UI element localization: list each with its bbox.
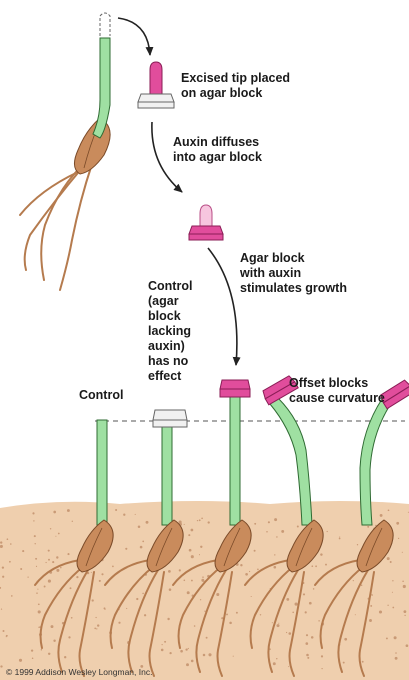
offset-blocks-label-line2: cause curvature xyxy=(289,391,385,406)
control-note-line: (agar xyxy=(148,294,192,309)
control-label: Control xyxy=(79,388,123,403)
auxin-agar-block xyxy=(189,205,223,240)
control-note-line: auxin) xyxy=(148,339,192,354)
agar-block-label-line3: stimulates growth xyxy=(240,281,347,296)
offset-blocks-label-line1: Offset blocks xyxy=(289,376,385,391)
auxin-diffuses-label-line1: Auxin diffuses xyxy=(173,135,262,150)
control-note-line: effect xyxy=(148,369,192,384)
auxin-diffuses-label: Auxin diffuses into agar block xyxy=(173,135,262,165)
plain-agar-block xyxy=(153,410,187,427)
arrow-to-auxin-seedling xyxy=(208,248,237,365)
agar-block-label-line2: with auxin xyxy=(240,266,347,281)
offset-blocks-label: Offset blocks cause curvature xyxy=(289,376,385,406)
excised-tip-label-line1: Excised tip placed xyxy=(181,71,290,86)
auxin-block-on-seedling xyxy=(220,380,250,397)
control-note-line: Control xyxy=(148,279,192,294)
excised-tip-on-agar xyxy=(138,62,174,108)
auxin-diffuses-label-line2: into agar block xyxy=(173,150,262,165)
agar-block-stimulates-label: Agar block with auxin stimulates growth xyxy=(240,251,347,296)
excised-tip-label-line2: on agar block xyxy=(181,86,290,101)
copyright-notice: © 1999 Addison Wesley Longman, Inc. xyxy=(6,667,152,677)
arrow-tip-to-block xyxy=(118,18,150,55)
control-note-line: lacking xyxy=(148,324,192,339)
control-note-line: block xyxy=(148,309,192,324)
control-note-label: Control (agar block lacking auxin) has n… xyxy=(148,279,192,384)
agar-block-label-line1: Agar block xyxy=(240,251,347,266)
seedling-excised xyxy=(20,13,110,290)
excised-tip-label: Excised tip placed on agar block xyxy=(181,71,290,101)
control-note-line: has no xyxy=(148,354,192,369)
